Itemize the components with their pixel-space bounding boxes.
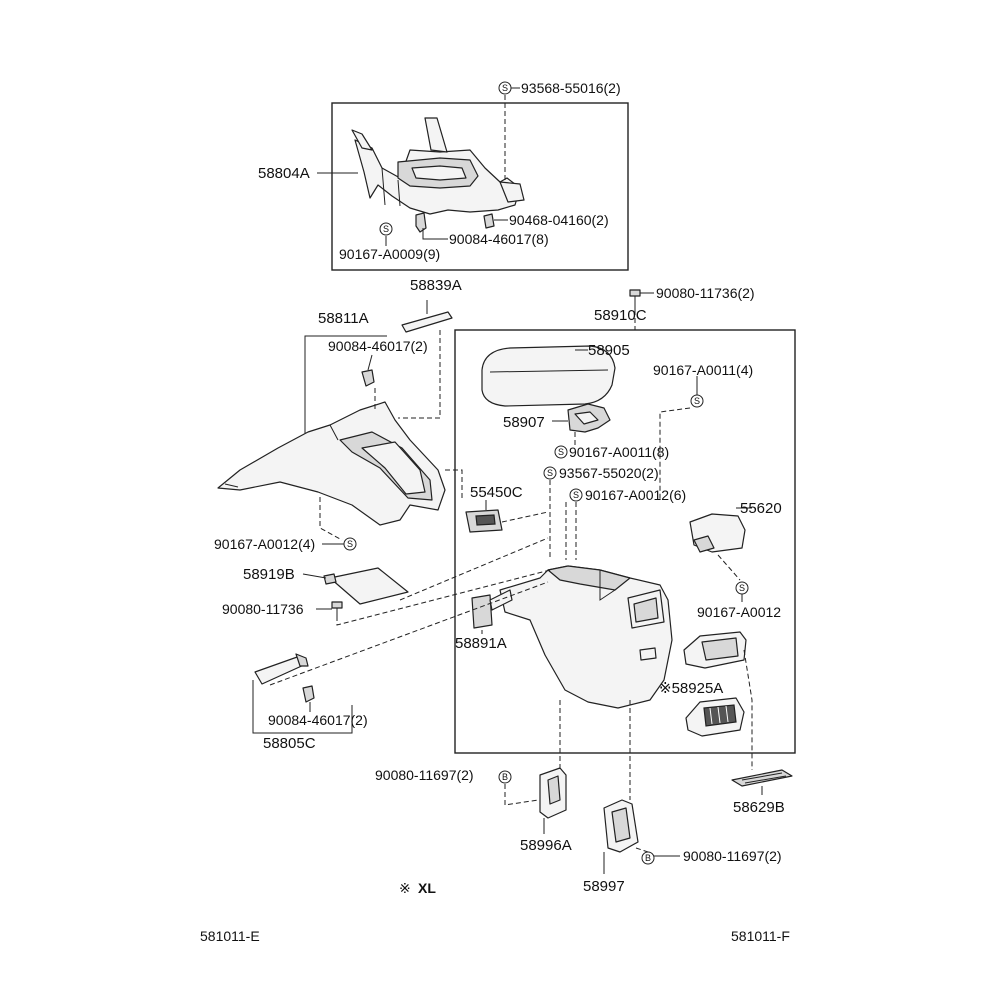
label-58839A: 58839A	[410, 277, 462, 294]
console-frame	[454, 329, 796, 754]
plate-58919B	[323, 567, 409, 605]
label-90084a: 90084-46017(8)	[449, 231, 549, 247]
label-90080a: 90080-11736(2)	[656, 285, 755, 301]
clip-90468	[483, 213, 495, 229]
trim-58805C	[254, 653, 309, 685]
bezel-58925A	[683, 631, 747, 669]
bracket-58805C	[252, 680, 353, 734]
label-58996A: 58996A	[520, 837, 572, 854]
bracket-58996A	[539, 767, 567, 819]
label-58811A: 58811A	[318, 310, 369, 327]
bracket-58997	[603, 799, 639, 853]
label-58804A: 58804A	[258, 165, 310, 182]
lid-58905	[481, 345, 616, 407]
svg-text:S: S	[347, 539, 353, 549]
label-90080d: 90080-11697(2)	[683, 848, 782, 864]
svg-text:B: B	[502, 772, 508, 782]
label-90167f: 90167-A0012	[697, 604, 781, 620]
label-58629B: 58629B	[733, 799, 785, 816]
footer-right-code: 581011-F	[731, 928, 790, 944]
label-90167b: 90167-A0011(4)	[653, 362, 753, 378]
label-58891A: 58891A	[455, 635, 507, 652]
switch-55450C	[465, 509, 503, 533]
screw-90167-A0012-6: S	[569, 488, 583, 502]
cupholder-55620	[689, 513, 746, 553]
footer-left-code: 581011-E	[200, 928, 260, 944]
legend-text: XL	[418, 880, 436, 896]
screw-90167-A0011-4: S	[690, 394, 704, 408]
bolt-90080-11736-left	[331, 601, 343, 616]
label-90080b: 90080-11736	[222, 601, 304, 617]
clip-90084-upper	[415, 212, 427, 233]
bracket-58891A	[471, 589, 513, 629]
label-55620: 55620	[740, 500, 782, 517]
panel-58811A	[217, 401, 446, 526]
screw-90167-A0012-4: S	[343, 537, 357, 551]
screw-90167-A0011-8: S	[554, 445, 568, 459]
mat-58629B	[731, 769, 793, 787]
label-58997: 58997	[583, 878, 625, 895]
svg-text:S: S	[573, 490, 579, 500]
vent-58925A	[685, 697, 745, 737]
svg-text:B: B	[645, 853, 651, 863]
label-58805C: 58805C	[263, 735, 316, 752]
screw-90167-A0012-right: S	[735, 581, 749, 595]
label-58910C: 58910C	[594, 307, 647, 324]
label-58925A: ※58925A	[659, 680, 723, 697]
svg-text:S: S	[383, 224, 389, 234]
label-90167e: 90167-A0012(4)	[214, 536, 315, 552]
screw-93567: S	[543, 466, 557, 480]
screw-90167-A0009: S	[379, 222, 393, 236]
svg-text:S: S	[558, 447, 564, 457]
label-93568: 93568-55016(2)	[521, 80, 621, 96]
label-55450C: 55450C	[470, 484, 523, 501]
screw-93568: S	[498, 81, 512, 95]
bolt-90080-11697-left: B	[498, 770, 512, 784]
bracket-58811A	[304, 335, 387, 451]
clip-90084-bottom	[302, 685, 315, 703]
label-90167c: 90167-A0011(8)	[569, 444, 669, 460]
label-90080c: 90080-11697(2)	[375, 767, 474, 783]
console-body	[499, 565, 673, 709]
bolt-90080-11736-top	[629, 289, 654, 310]
upper-frame	[331, 102, 629, 271]
legend-mark: ※	[399, 880, 411, 896]
svg-text:S: S	[502, 83, 508, 93]
label-90167d: 90167-A0012(6)	[585, 487, 686, 503]
svg-text:S: S	[739, 583, 745, 593]
label-58905: 58905	[588, 342, 630, 359]
hinge-58907	[567, 403, 611, 433]
bezel-58804A	[351, 117, 525, 215]
clip-90084-left	[361, 369, 375, 387]
label-58907: 58907	[503, 414, 545, 431]
label-90167a: 90167-A0009(9)	[339, 246, 440, 262]
label-90084b: 90084-46017(2)	[328, 338, 428, 354]
svg-text:S: S	[694, 396, 700, 406]
svg-text:S: S	[547, 468, 553, 478]
label-90468: 90468-04160(2)	[509, 212, 609, 228]
label-93567: 93567-55020(2)	[559, 465, 659, 481]
label-90084c: 90084-46017(2)	[268, 712, 368, 728]
bolt-90080-11697-right: B	[641, 851, 655, 865]
trim-58839A	[401, 311, 453, 333]
label-58919B: 58919B	[243, 566, 295, 583]
